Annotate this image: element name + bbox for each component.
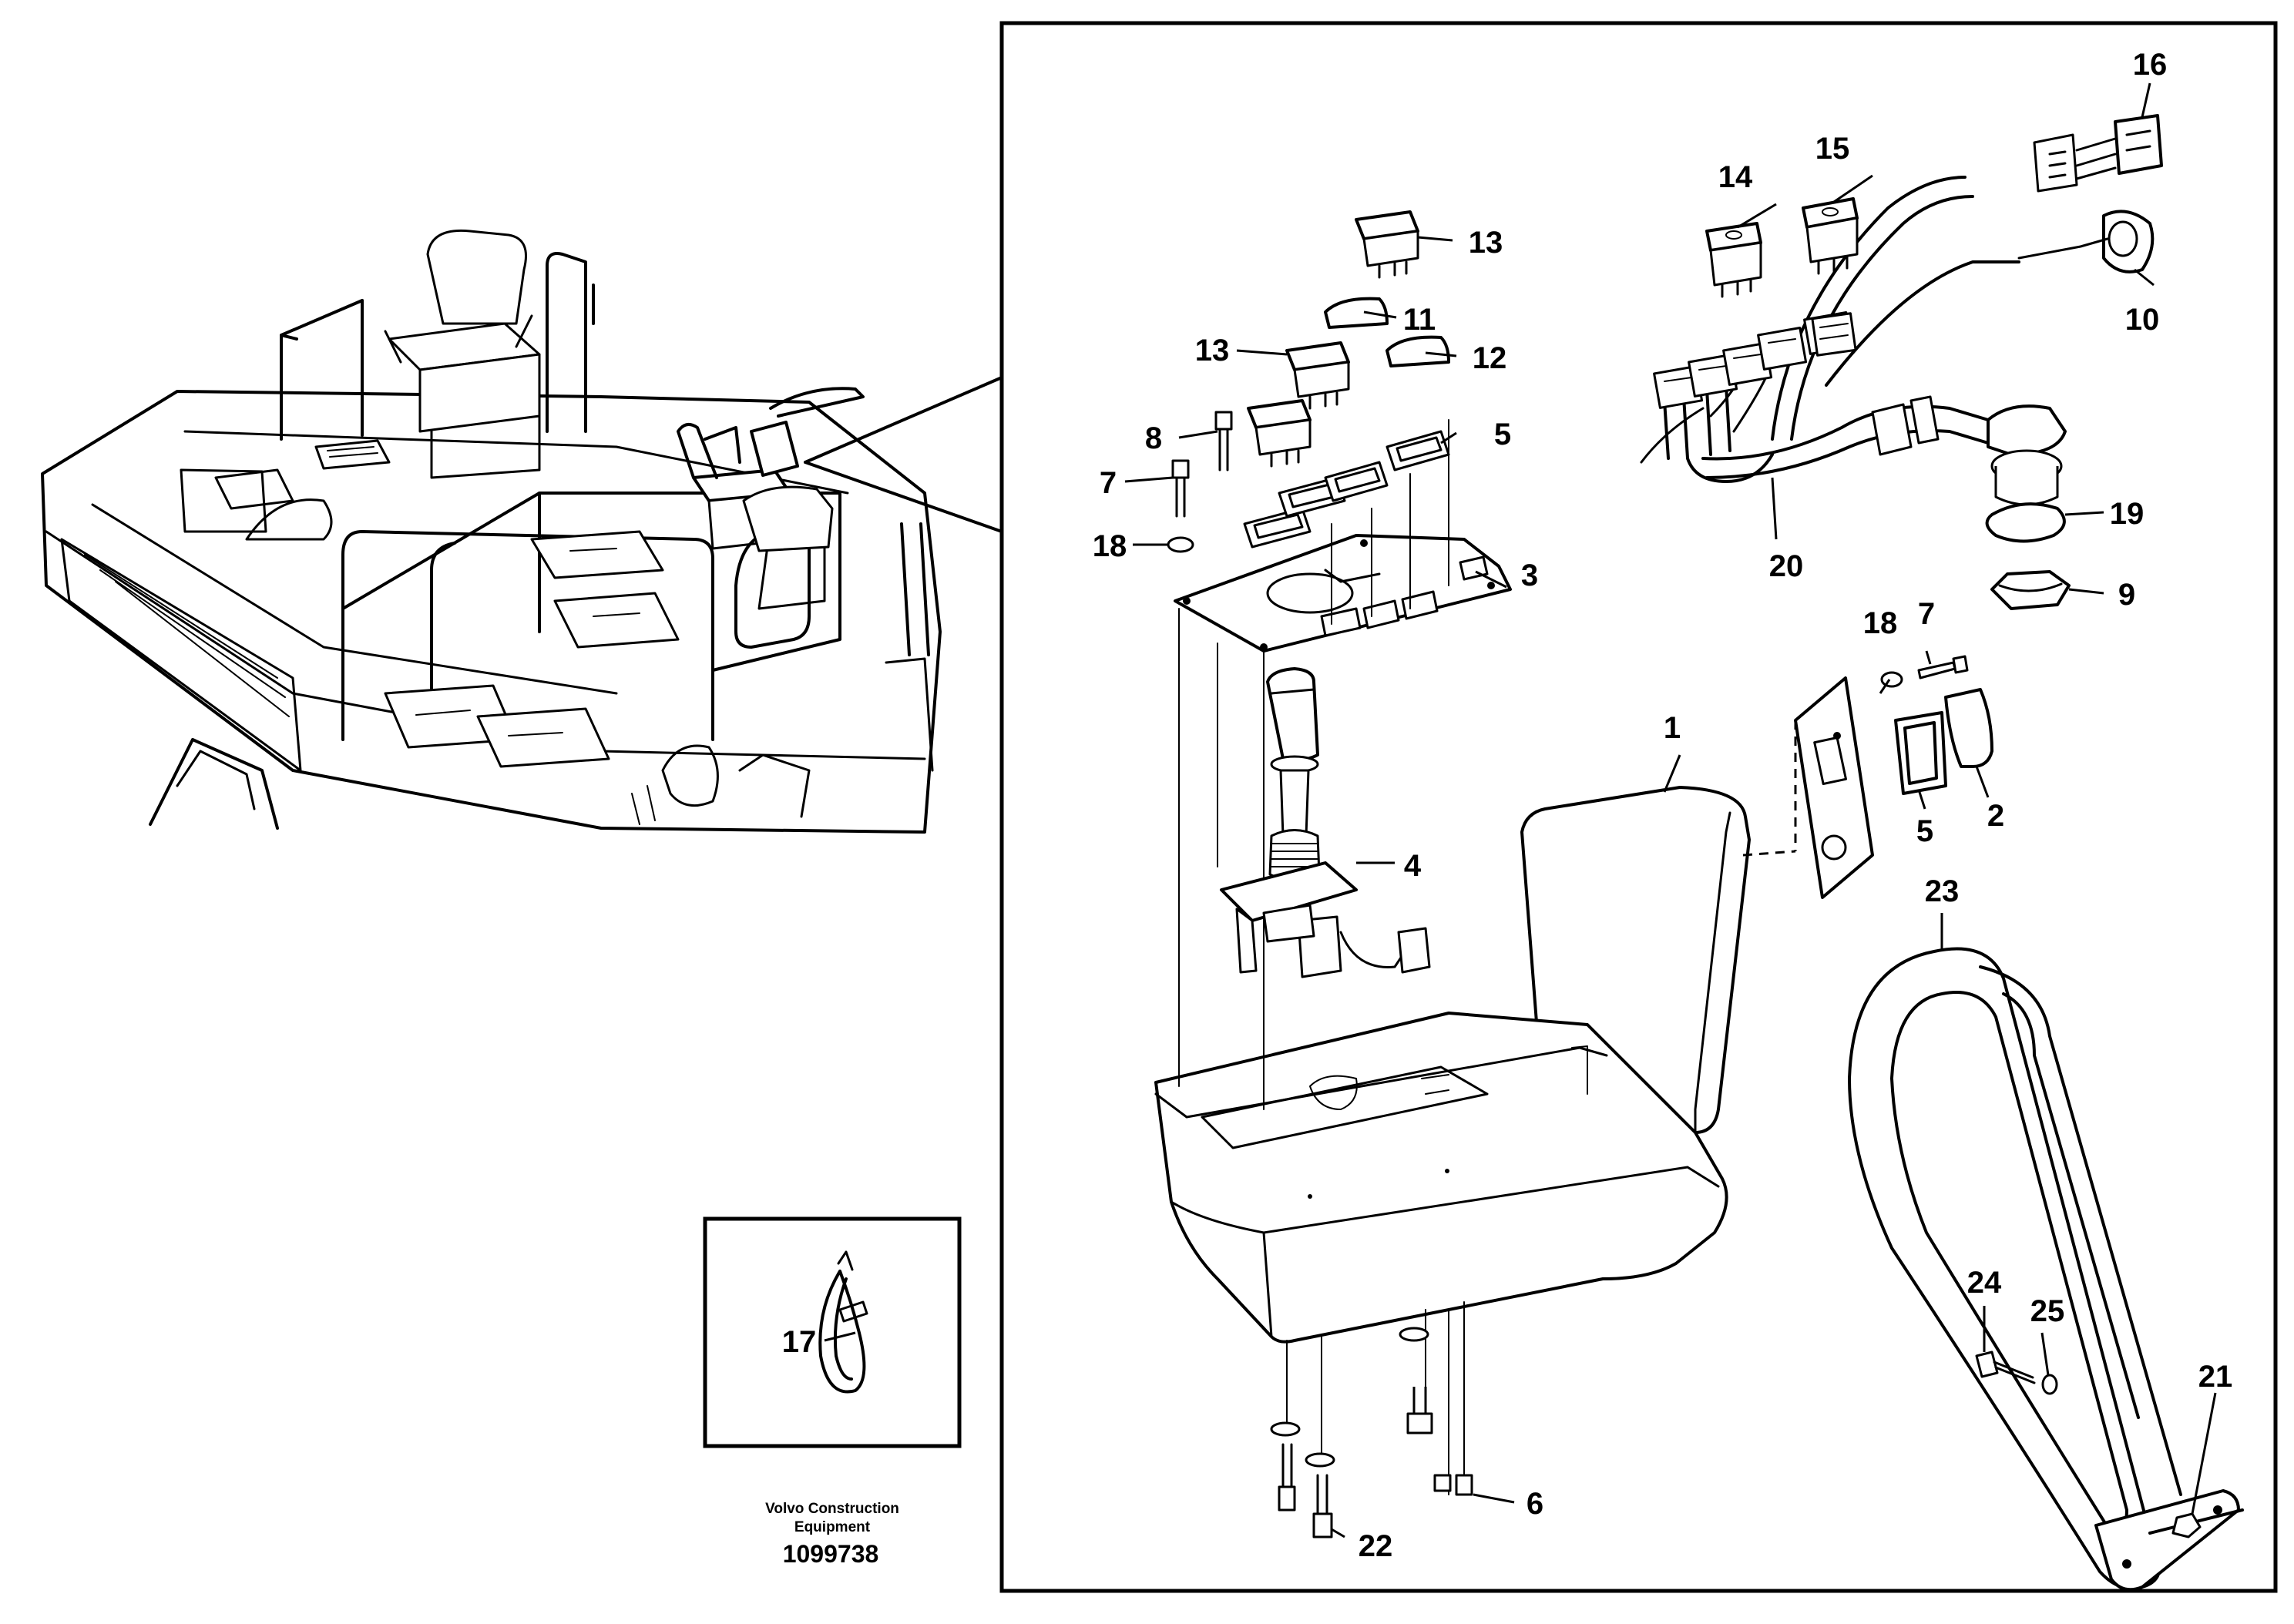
screw-8 bbox=[1214, 411, 1233, 471]
callout-9: 9 bbox=[2118, 578, 2135, 612]
callout-6: 6 bbox=[1527, 1487, 1543, 1521]
callout-5-upper: 5 bbox=[1494, 418, 1511, 451]
callout-20: 20 bbox=[1769, 549, 1804, 583]
callout-24: 24 bbox=[1967, 1266, 2002, 1300]
credit-line-1: Volvo Construction bbox=[765, 1501, 899, 1517]
nut-21 bbox=[2171, 1512, 2202, 1538]
inset-frame bbox=[703, 1216, 962, 1448]
callout-2: 2 bbox=[1987, 799, 2004, 833]
washer-18-left bbox=[1167, 536, 1194, 553]
zoom-pointer bbox=[804, 376, 1003, 533]
callout-labels: 1 2 3 4 5 5 6 7 7 8 9 10 11 12 13 13 14 … bbox=[782, 48, 2233, 1563]
callout-23: 23 bbox=[1925, 874, 1960, 908]
washer-bottom-3 bbox=[1399, 1327, 1429, 1342]
machine-overview-illustration bbox=[41, 229, 942, 834]
washer-bottom-1 bbox=[1270, 1421, 1301, 1437]
console-housing bbox=[1154, 786, 1751, 1344]
handrail-23 bbox=[1848, 947, 2244, 1592]
callout-15: 15 bbox=[1815, 132, 1850, 166]
rocker-switch-16 bbox=[2033, 114, 2163, 193]
rocker-switch-13-low bbox=[1247, 399, 1312, 468]
callout-22: 22 bbox=[1359, 1529, 1393, 1563]
callout-16: 16 bbox=[2133, 48, 2168, 82]
washer-25 bbox=[2041, 1374, 2058, 1395]
callout-12: 12 bbox=[1473, 341, 1507, 375]
gasket-5-lower bbox=[1894, 711, 1947, 795]
detail-frame bbox=[999, 21, 2278, 1593]
callout-19: 19 bbox=[2110, 497, 2145, 531]
rocker-cap-2 bbox=[1944, 688, 1993, 768]
cable-tie-illustration bbox=[818, 1250, 868, 1394]
callout-4: 4 bbox=[1404, 849, 1422, 883]
callout-18-left: 18 bbox=[1093, 529, 1127, 563]
callout-3: 3 bbox=[1521, 559, 1538, 592]
callout-13-mid: 13 bbox=[1195, 334, 1230, 367]
rocker-switch-15 bbox=[1802, 197, 1859, 357]
callout-10: 10 bbox=[2125, 303, 2160, 337]
bolt-24 bbox=[1975, 1351, 2036, 1384]
seal-19 bbox=[1985, 502, 2066, 543]
rocker-switch-14 bbox=[1705, 222, 1762, 298]
leader-lines bbox=[824, 82, 2217, 1538]
switch-cap-12 bbox=[1385, 335, 1450, 367]
bolt-6 bbox=[1406, 1387, 1473, 1496]
callout-18-right: 18 bbox=[1863, 606, 1898, 640]
callout-21: 21 bbox=[2198, 1360, 2233, 1394]
callout-1: 1 bbox=[1664, 711, 1681, 745]
doc-number: 1099738 bbox=[783, 1540, 879, 1568]
switch-cap-11 bbox=[1324, 297, 1389, 329]
callout-5-lower: 5 bbox=[1916, 814, 1933, 848]
rocker-switch-13-mid bbox=[1285, 341, 1350, 410]
callout-11: 11 bbox=[1403, 303, 1436, 337]
washer-18-right bbox=[1880, 671, 1903, 688]
faceplate bbox=[1742, 676, 1874, 899]
credit-line-2: Equipment bbox=[794, 1519, 871, 1535]
callout-7-right: 7 bbox=[1918, 597, 1935, 631]
mounting-plate bbox=[1174, 534, 1512, 653]
callout-7-left: 7 bbox=[1100, 466, 1117, 500]
credit-block: Volvo Construction Equipment 1099738 bbox=[765, 1501, 899, 1568]
callout-17: 17 bbox=[782, 1325, 817, 1359]
callout-8: 8 bbox=[1145, 421, 1162, 455]
screw-7-right bbox=[1917, 655, 1969, 679]
callout-14: 14 bbox=[1718, 160, 1753, 194]
screw-7-left bbox=[1171, 459, 1190, 518]
rocker-switch-13-top bbox=[1355, 210, 1419, 279]
bolt-22 bbox=[1278, 1443, 1333, 1538]
callout-13-top: 13 bbox=[1469, 226, 1503, 260]
joystick-4 bbox=[1220, 667, 1431, 978]
gaskets-5-upper bbox=[1243, 430, 1450, 549]
washer-bottom-2 bbox=[1305, 1452, 1335, 1468]
callout-25: 25 bbox=[2030, 1294, 2065, 1328]
